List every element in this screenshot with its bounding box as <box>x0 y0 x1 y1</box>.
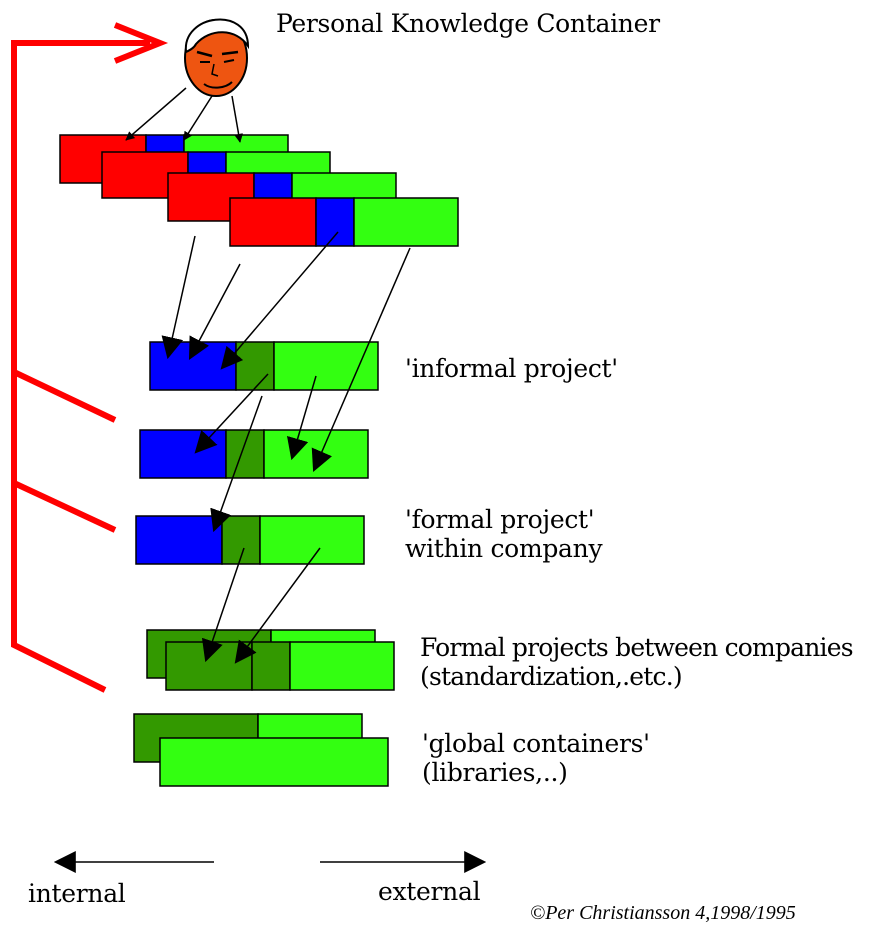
label-global-containers: 'global containers' (libraries,..) <box>422 729 650 788</box>
inter-company-container <box>146 629 395 691</box>
feedback-bracket-line <box>11 40 150 693</box>
label-informal-line-1: 'informal project' <box>405 354 618 383</box>
diagram-title: Personal Knowledge Container <box>276 9 660 38</box>
axis-label-external: external <box>378 877 481 906</box>
global-container <box>133 713 389 787</box>
label-informal-project: 'informal project' <box>405 354 618 384</box>
feedback-branch-formal <box>12 480 117 533</box>
label-between-line-2: (standardization,.etc.) <box>420 661 683 691</box>
formal-project-container <box>135 515 365 565</box>
axis-label-internal: internal <box>28 879 126 908</box>
label-formal-line-1: 'formal project' <box>405 505 595 534</box>
label-formal-project: 'formal project' within company <box>405 505 603 564</box>
label-global-line-2: (libraries,..) <box>422 757 568 787</box>
feedback-arrowhead <box>113 22 169 64</box>
person-face-icon <box>184 18 250 97</box>
personal-container-stack <box>59 134 459 247</box>
face-arrows <box>125 87 244 143</box>
label-formal-line-2: within company <box>405 533 603 563</box>
informal-project-container <box>149 341 379 391</box>
feedback-bracket <box>11 22 169 693</box>
label-between-companies: Formal projects between companies (stand… <box>420 633 854 692</box>
label-global-line-1: 'global containers' <box>422 729 650 758</box>
copyright-signature: ©Per Christiansson 4,1998/1995 <box>530 902 796 924</box>
intermediate-project-container <box>139 429 369 479</box>
label-between-line-1: Formal projects between companies <box>420 633 854 662</box>
feedback-branch-informal <box>12 369 117 423</box>
personal-container-4 <box>229 197 459 247</box>
flow-arrows <box>161 231 411 664</box>
